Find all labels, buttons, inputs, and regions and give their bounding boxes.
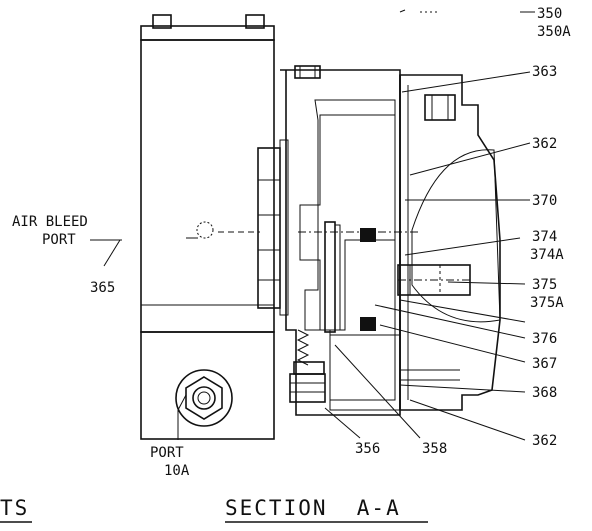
- callout-358: 358: [422, 441, 447, 457]
- callout-362-bottom: 362: [532, 433, 557, 449]
- callout-368: 368: [532, 385, 557, 401]
- callout-375a: 375A: [530, 295, 564, 311]
- callout-365: 365: [90, 280, 115, 296]
- callout-350: 350: [537, 6, 562, 22]
- air-bleed-port-label-line2: PORT: [42, 232, 76, 248]
- port-10a-label-line2: 10A: [164, 463, 190, 479]
- callout-367: 367: [532, 356, 557, 372]
- air-bleed-port-label-line1: AIR BLEED: [12, 214, 88, 230]
- cover-plate: [397, 74, 501, 411]
- callout-375: 375: [532, 277, 557, 293]
- air-bleed-port-symbol: [186, 221, 260, 239]
- housing-section: [280, 65, 420, 416]
- callout-374: 374: [532, 229, 557, 245]
- leader-lines: [90, 9, 535, 441]
- callout-363: 363: [532, 64, 557, 80]
- mounting-flange: [257, 139, 289, 316]
- callout-374a: 374A: [530, 247, 564, 263]
- valve-body: [140, 14, 275, 440]
- section-title: SECTION A-A TS: [0, 496, 428, 523]
- callout-376: 376: [532, 331, 557, 347]
- callout-labels: 350 350A 363 362 370 374 374A 375 375A 3…: [90, 6, 571, 457]
- port-10a-label-line1: PORT: [150, 445, 184, 461]
- callout-350a: 350A: [537, 24, 571, 40]
- callout-356: 356: [355, 441, 380, 457]
- callout-370: 370: [532, 193, 557, 209]
- port-labels: AIR BLEED PORT PORT 10A: [12, 214, 190, 479]
- callout-362-top: 362: [532, 136, 557, 152]
- section-a-a-title: SECTION A-A: [225, 496, 401, 520]
- left-title-fragment: TS: [0, 496, 29, 520]
